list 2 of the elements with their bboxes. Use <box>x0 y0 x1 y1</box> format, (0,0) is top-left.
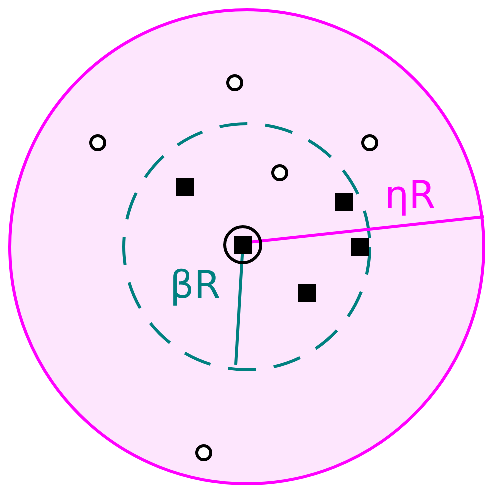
radius-label: βR <box>170 266 221 304</box>
radius-label: ηR <box>385 176 436 214</box>
